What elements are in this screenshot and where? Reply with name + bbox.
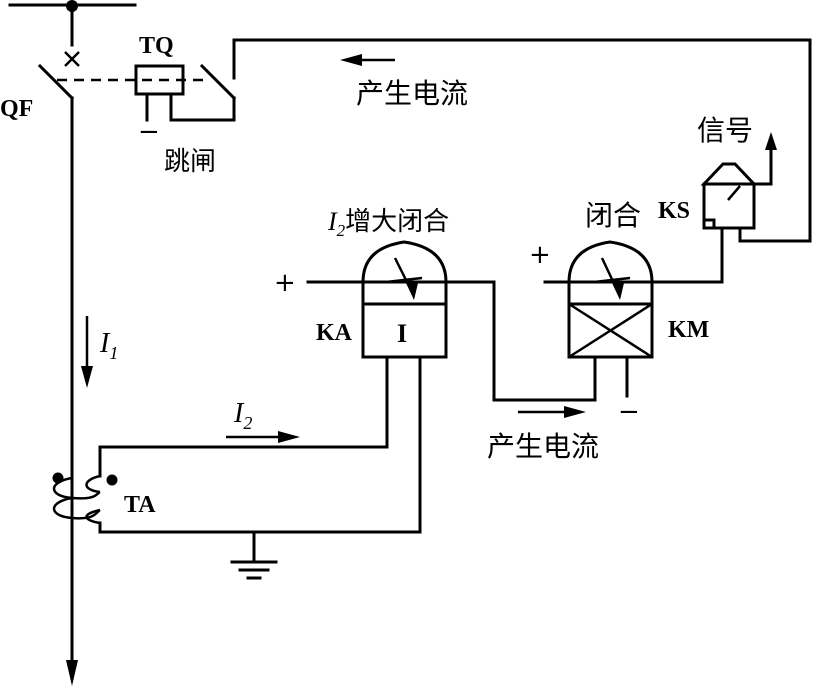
km-label: KM [668, 317, 709, 343]
ka-label: KA [316, 320, 353, 346]
current-top-label: 产生电流 [356, 77, 468, 110]
main-feeder-line [66, 4, 78, 686]
i2-close-label: I2增大闭合 [327, 207, 449, 240]
i1-arrow: I1 [81, 316, 118, 388]
km-plus: + [529, 240, 551, 270]
i2-subscript: 2 [243, 413, 252, 433]
i1-subscript: 1 [109, 343, 118, 363]
ka-km-wire [492, 280, 597, 402]
km-intermediate-relay: KM + − 闭合 [529, 199, 724, 427]
ks-label: KS [658, 198, 690, 224]
qf-breaker: QF [0, 51, 80, 122]
qf-label: QF [0, 96, 33, 122]
ta-label: TA [124, 492, 156, 518]
current-arrow-bottom: 产生电流 [487, 406, 599, 463]
ka-current-relay: I KA + I2增大闭合 [274, 207, 496, 359]
tq-label: TQ [139, 33, 174, 59]
i2-arrow: I2 [226, 398, 300, 443]
current-bottom-label: 产生电流 [487, 430, 599, 463]
ks-signal-relay: KS 信号 [658, 114, 777, 284]
current-arrow-top: 产生电流 [340, 54, 468, 110]
km-minus: − [618, 397, 640, 427]
trip-current-wire [232, 38, 812, 243]
trip-label: 跳闸 [164, 147, 216, 177]
signal-label: 信号 [697, 114, 753, 147]
ground-symbol [230, 560, 278, 580]
i1-label: I1 [99, 328, 118, 363]
i1-symbol: I [99, 328, 111, 359]
i2-symbol: I [233, 398, 245, 429]
ct-secondary-wire-top [98, 355, 389, 478]
ka-plus: + [274, 268, 296, 298]
tq-minus: − [138, 117, 160, 147]
i2-close-symbol: I [327, 207, 338, 236]
ct-secondary-wire-bottom [98, 355, 422, 534]
i2-label: I2 [233, 398, 252, 433]
tq-trip-coil: TQ − 跳闸 [134, 33, 237, 177]
ta-current-transformer: TA [52, 472, 156, 525]
close-label: 闭合 [585, 199, 641, 232]
i2-close-subscript: 2 [337, 221, 346, 240]
ka-mark: I [397, 319, 407, 348]
i2-close-text: 增大闭合 [345, 207, 449, 237]
